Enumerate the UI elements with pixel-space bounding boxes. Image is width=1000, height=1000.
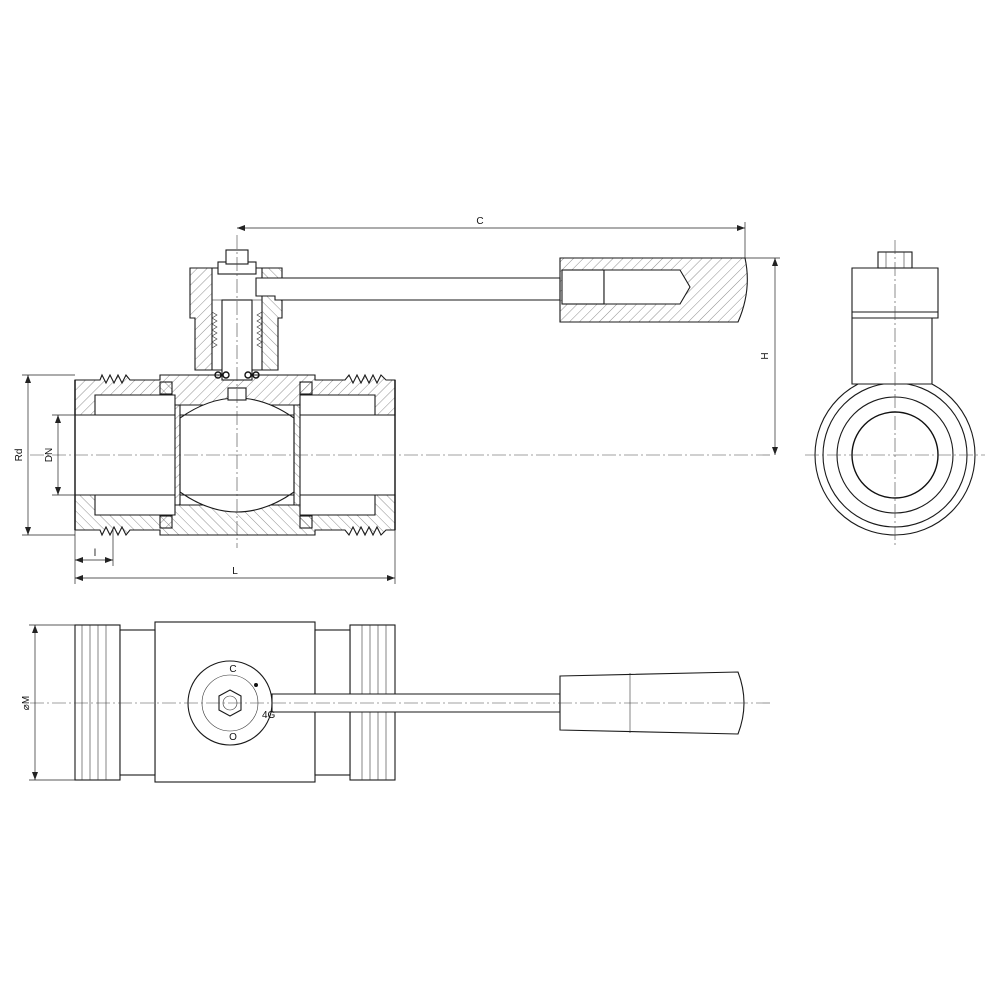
dimension-label-l-small: l — [94, 548, 96, 559]
seat-bottom-left — [159, 515, 173, 529]
top-view: C O 4G — [30, 621, 770, 783]
dimension-label-c: C — [476, 216, 483, 227]
seat-bottom-right — [299, 515, 313, 529]
hex-nut — [218, 689, 242, 717]
seat-top-right — [299, 381, 313, 395]
bonnet-left — [189, 267, 213, 371]
dimension-label-dn: DN — [44, 448, 55, 462]
front-section-view — [30, 235, 770, 548]
side-view — [805, 240, 985, 545]
grip-insert — [561, 269, 605, 305]
mark-o: O — [229, 732, 237, 743]
lever-arm — [255, 277, 561, 301]
logo-mark: 4G — [262, 710, 276, 721]
dimension-label-rd: Rd — [14, 449, 25, 462]
dimension-label-h: H — [760, 352, 771, 359]
dimension-label-m: ⌀M — [21, 696, 32, 710]
mark-c: C — [229, 664, 236, 675]
dimensions: C H Rd DN l L — [14, 216, 780, 781]
seat-top-left — [159, 381, 173, 395]
dimension-label-l: L — [232, 566, 238, 577]
left-thread — [74, 624, 121, 781]
